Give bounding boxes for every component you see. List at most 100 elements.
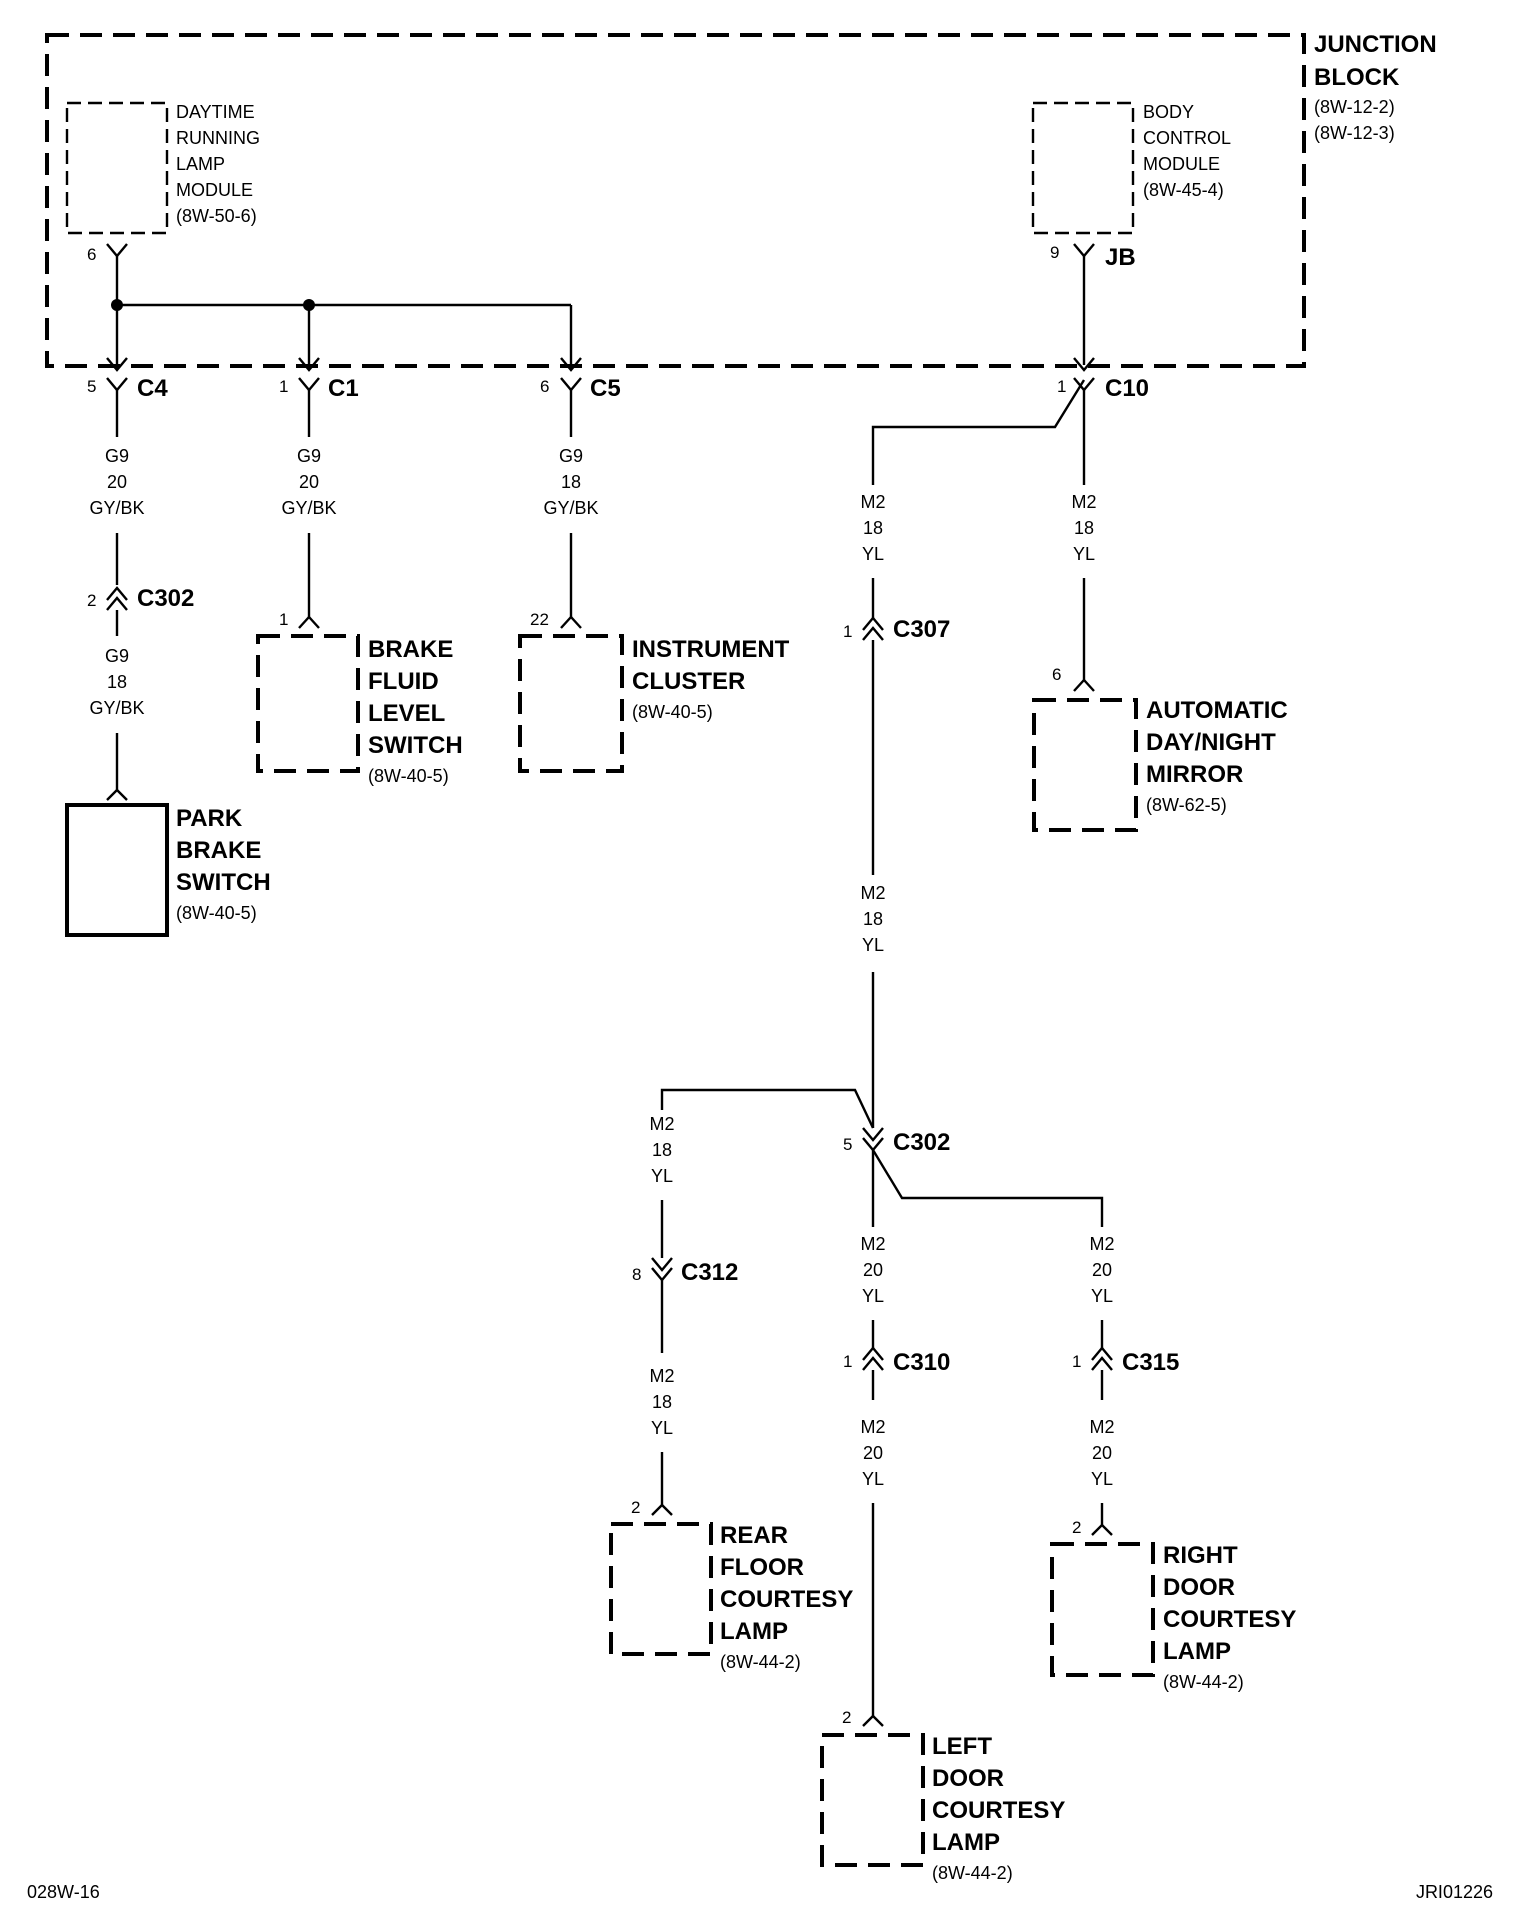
rear-lamp-label-2: FLOOR — [720, 1554, 804, 1581]
left-lamp-label-4: LAMP — [932, 1829, 1000, 1856]
brake-fluid-ref: (8W-40-5) — [368, 766, 449, 786]
rear-lamp-ref: (8W-44-2) — [720, 1652, 801, 1672]
junction-block-title-1: JUNCTION — [1314, 31, 1437, 58]
instrument-cluster-box — [518, 634, 624, 773]
c312-name: C312 — [681, 1259, 738, 1286]
w-right-top-3: YL — [1091, 1286, 1113, 1306]
c302a-name: C302 — [137, 585, 194, 612]
w-c10-right-3: YL — [1073, 544, 1095, 564]
drl-module-box — [65, 101, 169, 235]
mirror-ref: (8W-62-5) — [1146, 795, 1227, 815]
w-right-top-1: M2 — [1089, 1234, 1114, 1254]
right-lamp-label-1: RIGHT — [1163, 1542, 1238, 1569]
park-brake-switch-box — [65, 803, 169, 937]
park-brake-connector-symbol — [106, 788, 128, 801]
left-lamp-label-3: COURTESY — [932, 1797, 1065, 1824]
w-c4-bot-1: G9 — [105, 646, 129, 666]
cluster-connector-symbol — [560, 615, 582, 629]
right-door-lamp-box — [1050, 1542, 1155, 1677]
mirror-label-1: AUTOMATIC — [1146, 697, 1288, 724]
c1-pin: 1 — [279, 377, 288, 396]
park-brake-label-2: BRAKE — [176, 837, 261, 864]
c315-connector-symbol — [1091, 1346, 1113, 1371]
w-c10-left-1: M2 — [860, 492, 885, 512]
rear-lamp-connector-symbol — [651, 1503, 673, 1516]
mirror-pin: 6 — [1052, 665, 1061, 684]
w-left-bot-2: 20 — [863, 1443, 883, 1463]
w-left-top-2: 20 — [863, 1260, 883, 1280]
c4-pin: 5 — [87, 377, 96, 396]
c302b-name: C302 — [893, 1129, 950, 1156]
c310-connector-symbol — [862, 1346, 884, 1371]
junction-block-outline — [45, 33, 1306, 368]
right-lamp-label-2: DOOR — [1163, 1574, 1235, 1601]
footer-left-id: 028W-16 — [27, 1882, 100, 1902]
c312-pin: 8 — [632, 1265, 641, 1284]
brake-fluid-label-4: SWITCH — [368, 732, 463, 759]
w-right-bot-3: YL — [1091, 1469, 1113, 1489]
left-lamp-pin: 2 — [842, 1708, 851, 1727]
right-lamp-label-4: LAMP — [1163, 1638, 1231, 1665]
drl-module-label-2: RUNNING — [176, 128, 260, 148]
w-left-top-1: M2 — [860, 1234, 885, 1254]
w-c10-left-3: YL — [862, 544, 884, 564]
w-c10-right-2: 18 — [1074, 518, 1094, 538]
c302a-pin: 2 — [87, 591, 96, 610]
w-c5-3: GY/BK — [543, 498, 598, 518]
bcm-label-3: MODULE — [1143, 154, 1220, 174]
w-left-top-3: YL — [862, 1286, 884, 1306]
drl-module-label-3: LAMP — [176, 154, 225, 174]
park-brake-label-3: SWITCH — [176, 869, 271, 896]
c302b-connector-symbol — [862, 1127, 884, 1152]
brake-fluid-label-2: FLUID — [368, 668, 439, 695]
w-c10-right-1: M2 — [1071, 492, 1096, 512]
mirror-label-2: DAY/NIGHT — [1146, 729, 1276, 756]
rear-floor-lamp-box — [609, 1522, 713, 1656]
drl-pin-connector-symbol — [106, 243, 128, 258]
park-brake-ref: (8W-40-5) — [176, 903, 257, 923]
right-lamp-ref: (8W-44-2) — [1163, 1672, 1244, 1692]
c10-name: C10 — [1105, 375, 1149, 402]
w-c10-left-2: 18 — [863, 518, 883, 538]
c1-name: C1 — [328, 375, 359, 402]
c315-name: C315 — [1122, 1349, 1179, 1376]
drl-module-label-1: DAYTIME — [176, 102, 255, 122]
brake-fluid-label-1: BRAKE — [368, 636, 453, 663]
w-left-bot-1: M2 — [860, 1417, 885, 1437]
right-lamp-connector-symbol — [1091, 1523, 1113, 1536]
c315-pin: 1 — [1072, 1352, 1081, 1371]
w-rear-bot-3: YL — [651, 1418, 673, 1438]
w-c1-2: 20 — [299, 472, 319, 492]
drl-pin: 6 — [87, 245, 96, 264]
c5-pin: 6 — [540, 377, 549, 396]
brake-fluid-connector-symbol — [298, 615, 320, 629]
w-c4-top-2: 20 — [107, 472, 127, 492]
footer-right-id: JRI01226 — [1416, 1882, 1493, 1902]
w-c4-top-1: G9 — [105, 446, 129, 466]
cluster-ref: (8W-40-5) — [632, 702, 713, 722]
left-lamp-label-1: LEFT — [932, 1733, 992, 1760]
rear-lamp-label-4: LAMP — [720, 1618, 788, 1645]
c10-pin: 1 — [1057, 377, 1066, 396]
mirror-box — [1032, 698, 1138, 832]
c310-name: C310 — [893, 1349, 950, 1376]
w-c4-bot-3: GY/BK — [89, 698, 144, 718]
w-c5-1: G9 — [559, 446, 583, 466]
w-left-bot-3: YL — [862, 1469, 884, 1489]
rear-lamp-label-1: REAR — [720, 1522, 788, 1549]
c312-connector-symbol — [651, 1257, 673, 1282]
right-branch-wire-1 — [871, 1149, 1104, 1227]
w-rear-top-1: M2 — [649, 1114, 674, 1134]
left-door-lamp-box — [820, 1733, 925, 1867]
left-lamp-connector-symbol — [862, 1714, 884, 1727]
park-brake-label-1: PARK — [176, 805, 243, 832]
drl-module-ref: (8W-50-6) — [176, 206, 257, 226]
w-c307-bot-2: 18 — [863, 909, 883, 929]
cluster-pin: 22 — [530, 610, 549, 629]
junction-block-ref-2: (8W-12-3) — [1314, 123, 1395, 143]
bcm-connector-jb: JB — [1105, 244, 1136, 271]
c302a-connector-symbol — [106, 586, 128, 611]
w-c5-2: 18 — [561, 472, 581, 492]
bcm-box — [1031, 101, 1135, 235]
w-right-bot-2: 20 — [1092, 1443, 1112, 1463]
